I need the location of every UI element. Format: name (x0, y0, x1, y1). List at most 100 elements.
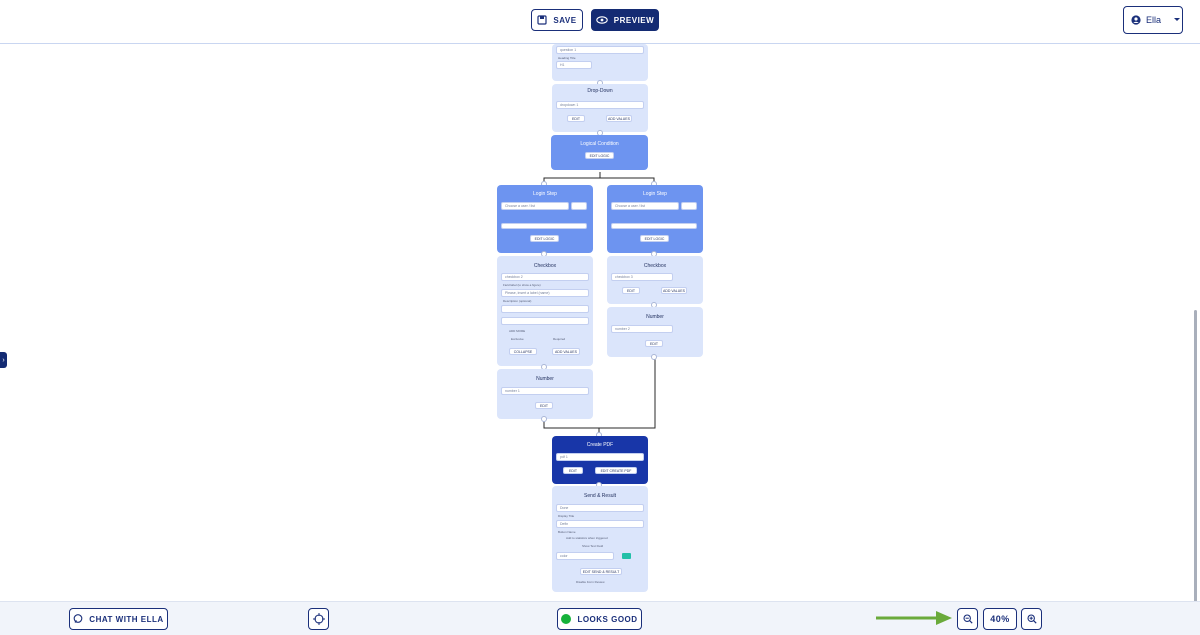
dropdown-field[interactable]: dropdown 1 (556, 101, 644, 109)
save-icon (537, 15, 547, 25)
top-toolbar: SAVE PREVIEW Ella (0, 0, 1200, 44)
checkbox-left-node[interactable]: Checkbox checkbox 2 Field label (to show… (497, 256, 593, 366)
heading-select[interactable]: H1 (556, 61, 592, 69)
zoom-in-button[interactable] (1021, 608, 1042, 630)
bottom-bar: CHAT WITH ELLA LOOKS GOOD 40% (0, 601, 1200, 635)
create-pdf-title: Create PDF (586, 442, 614, 448)
checkbox-left-hint-3: Description (optional) (503, 299, 532, 303)
chevron-right-icon: › (2, 356, 5, 364)
green-arrow-icon (876, 611, 952, 625)
send-option-statistics[interactable]: Add to statistics when triggered (566, 536, 608, 540)
number-right-title: Number (646, 314, 664, 320)
logical-title: Logical Condition (580, 141, 619, 147)
checkbox-right-edit-button[interactable]: EDIT (622, 287, 640, 294)
checkbox-left-label-field[interactable]: Please, insert a label (name) (501, 289, 589, 297)
send-option-show-text[interactable]: Show Text Field (582, 544, 604, 548)
dropdown-title: Drop-Down (587, 88, 613, 94)
login-right-title: Login Step (643, 191, 667, 197)
zoom-out-icon (962, 614, 973, 624)
number-left-edit-button[interactable]: EDIT (535, 402, 553, 409)
create-pdf-node[interactable]: Create PDF pdf 1 EDIT EDIT CREATE PDF (552, 436, 648, 484)
user-avatar-icon (1131, 15, 1141, 25)
sidebar-expand-button[interactable]: › (0, 352, 7, 368)
status-button[interactable]: LOOKS GOOD (557, 608, 642, 630)
send-color-field[interactable]: color (556, 552, 614, 560)
send-title: Send & Result (584, 493, 616, 499)
checkbox-right-field[interactable]: checkbox 3 (611, 273, 673, 281)
send-footer: Disable Form Review (576, 580, 605, 584)
dropdown-node[interactable]: Drop-Down dropdown 1 EDIT ADD VALUES (552, 84, 648, 132)
send-display-title-field[interactable]: Done (556, 504, 644, 512)
user-menu[interactable]: Ella (1123, 6, 1183, 34)
checkbox-left-add-more[interactable]: ADD MORE (509, 329, 526, 333)
checkbox-left-exclusive[interactable]: Exclusive (511, 337, 524, 341)
login-left-field[interactable]: Choose a user / list (501, 202, 569, 210)
checkbox-right-add-values-button[interactable]: ADD VALUES (661, 287, 687, 294)
vertical-scrollbar[interactable] (1194, 310, 1197, 601)
save-label: SAVE (553, 15, 577, 25)
checkbox-left-add-values-button[interactable]: ADD VALUES (552, 348, 580, 355)
chat-label: CHAT WITH ELLA (89, 614, 164, 624)
login-step-right-node[interactable]: Login Step Choose a user / list EDIT LOG… (607, 185, 703, 253)
checkbox-left-required[interactable]: Required (553, 337, 566, 341)
flow-canvas[interactable]: question 1 Heading Title H1 Drop-Down dr… (0, 44, 1200, 601)
connector-dot[interactable] (541, 416, 547, 422)
send-button-name-field[interactable]: Defin (556, 520, 644, 528)
send-hint-1: Display Title (558, 514, 575, 518)
create-pdf-field[interactable]: pdf 1 (556, 453, 644, 461)
chevron-down-icon (1174, 18, 1181, 22)
zoom-level-value: 40% (990, 614, 1010, 624)
number-right-node[interactable]: Number number 2 EDIT (607, 307, 703, 357)
checkbox-left-title: Checkbox (533, 263, 557, 269)
checkbox-right-node[interactable]: Checkbox checkbox 3 EDIT ADD VALUES (607, 256, 703, 304)
create-pdf-edit-button[interactable]: EDIT (563, 467, 583, 474)
zoom-in-icon (1026, 614, 1037, 624)
user-name: Ella (1146, 15, 1162, 25)
heading-hint: Heading Title (558, 56, 576, 60)
create-pdf-edit-pdf-button[interactable]: EDIT CREATE PDF (595, 467, 637, 474)
login-left-select[interactable] (571, 202, 587, 210)
question-field[interactable]: question 1 (556, 46, 644, 54)
status-dot-icon (561, 614, 572, 624)
checkbox-left-hint-1: Field label (to show a figure) (503, 283, 541, 287)
send-color-swatch[interactable] (622, 553, 631, 559)
login-left-edit-logic-button[interactable]: EDIT LOGIC (530, 235, 559, 242)
logical-condition-node[interactable]: Logical Condition EDIT LOGIC (551, 135, 648, 170)
login-left-slider[interactable] (501, 223, 587, 229)
dropdown-edit-button[interactable]: EDIT (567, 115, 585, 122)
login-right-field[interactable]: Choose a user / list (611, 202, 679, 210)
dropdown-add-values-button[interactable]: ADD VALUES (606, 115, 632, 122)
zoom-level[interactable]: 40% (983, 608, 1017, 630)
save-button[interactable]: SAVE (531, 9, 583, 31)
crosshair-icon (312, 613, 325, 625)
recenter-button[interactable] (308, 608, 329, 630)
checkbox-left-collapse-button[interactable]: COLLAPSE (509, 348, 537, 355)
number-left-node[interactable]: Number number 1 EDIT (497, 369, 593, 419)
login-left-title: Login Step (533, 191, 557, 197)
logical-edit-logic-button[interactable]: EDIT LOGIC (585, 152, 614, 159)
preview-button[interactable]: PREVIEW (591, 9, 659, 31)
login-step-left-node[interactable]: Login Step Choose a user / list EDIT LOG… (497, 185, 593, 253)
send-edit-button[interactable]: EDIT SEND & RESULT (580, 568, 622, 575)
chat-button[interactable]: CHAT WITH ELLA (69, 608, 168, 630)
login-right-select[interactable] (681, 202, 697, 210)
status-label: LOOKS GOOD (577, 614, 638, 624)
connector-dot[interactable] (651, 354, 657, 360)
login-right-slider[interactable] (611, 223, 697, 229)
checkbox-right-title: Checkbox (643, 263, 667, 269)
chat-icon (73, 614, 83, 624)
eye-icon (596, 16, 608, 24)
number-left-field[interactable]: number 1 (501, 387, 589, 395)
checkbox-left-option-2[interactable] (501, 317, 589, 325)
number-left-title: Number (536, 376, 554, 382)
preview-label: PREVIEW (613, 15, 655, 25)
zoom-out-button[interactable] (957, 608, 978, 630)
checkbox-left-field[interactable]: checkbox 2 (501, 273, 589, 281)
number-right-field[interactable]: number 2 (611, 325, 673, 333)
login-right-edit-logic-button[interactable]: EDIT LOGIC (640, 235, 669, 242)
question-node[interactable]: question 1 Heading Title H1 (552, 44, 648, 81)
checkbox-left-option-1[interactable] (501, 305, 589, 313)
number-right-edit-button[interactable]: EDIT (645, 340, 663, 347)
send-hint-2: Button Name (558, 530, 576, 534)
send-result-node[interactable]: Send & Result Done Display Title Defin B… (552, 486, 648, 592)
